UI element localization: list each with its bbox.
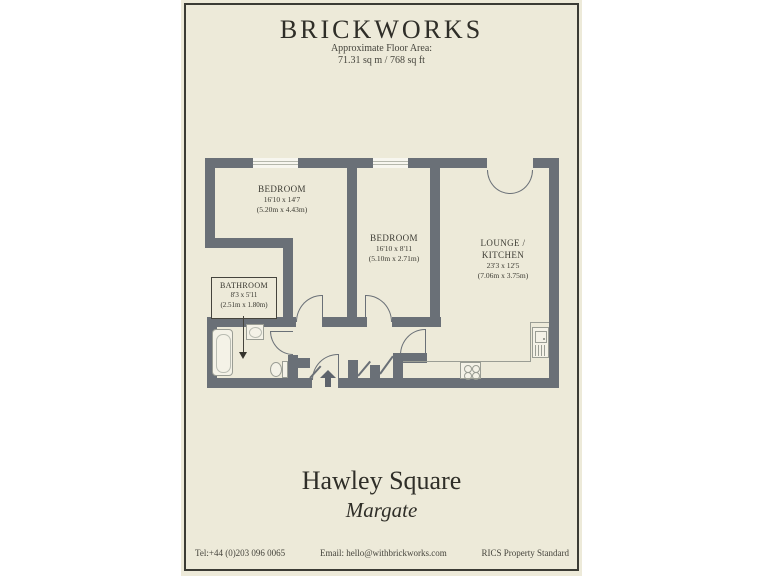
- french-door-arc-right: [510, 170, 533, 194]
- toilet-icon: [270, 362, 282, 377]
- wall-segment: [392, 317, 441, 327]
- washer-icon: [532, 327, 549, 358]
- wall-segment: [408, 158, 487, 168]
- room-name: BEDROOM: [258, 184, 306, 194]
- page-border: [184, 3, 579, 571]
- leader-line: [243, 316, 244, 353]
- wall-segment: [430, 168, 440, 327]
- counter-line: [403, 361, 531, 362]
- room-dims-imperial: 16'10 x 8'11: [375, 244, 413, 253]
- room-name: BATHROOM: [219, 281, 269, 290]
- brand-title: BRICKWORKS: [279, 15, 484, 44]
- leader-arrowhead-icon: [239, 352, 247, 359]
- wall-segment: [205, 238, 293, 248]
- counter-line: [530, 322, 531, 362]
- wall-segment: [288, 355, 298, 388]
- footer-standard: RICS Property Standard: [481, 548, 569, 558]
- window-symbol: [253, 158, 298, 168]
- door-leaf: [338, 354, 339, 380]
- footer-tel: Tel:+44 (0)203 096 0065: [195, 548, 286, 558]
- lounge-kitchen-label: LOUNGE / KITCHEN 23'3 x 12'5 (7.06m x 3.…: [457, 237, 549, 281]
- floor-area-value: 71.31 sq m / 768 sq ft: [338, 55, 425, 66]
- footer-email: Email: hello@withbrickworks.com: [319, 548, 447, 558]
- bedroom2-label: BEDROOM 16'10 x 8'11 (5.10m x 2.71m): [348, 232, 440, 264]
- wall-segment: [533, 158, 559, 168]
- wall-segment: [298, 158, 373, 168]
- hob-icon: [460, 362, 481, 380]
- door-arc-bathroom: [270, 331, 293, 355]
- door-arc-bedroom2: [366, 295, 392, 322]
- room-dims-metric: (2.51m x 1.80m): [220, 300, 268, 309]
- floorplan-drawing: BATHROOM 8'3 x 5'11 (2.51m x 1.80m) BEDR…: [181, 0, 582, 576]
- closet-wall-stub: [393, 353, 403, 378]
- wall-segment: [207, 158, 253, 168]
- bedroom1-label: BEDROOM 16'10 x 14'7 (5.20m x 4.43m): [236, 183, 328, 215]
- floor-area-label: Approximate Floor Area:: [330, 43, 433, 54]
- closet-door-leaf: [379, 355, 394, 375]
- counter-line: [531, 322, 549, 323]
- property-location: Margate: [345, 498, 418, 522]
- door-leaf: [322, 295, 323, 322]
- room-dims-imperial: 8'3 x 5'11: [230, 291, 258, 299]
- footer: Tel:+44 (0)203 096 0065 Email: hello@wit…: [195, 548, 569, 558]
- wall-segment: [207, 378, 312, 388]
- wall-segment: [205, 158, 215, 248]
- wall-segment: [283, 238, 293, 327]
- property-name: Hawley Square: [301, 466, 462, 495]
- closet-door-leaf: [357, 360, 371, 377]
- room-name-line1: LOUNGE /: [480, 238, 526, 248]
- entrance-arrow-icon: [320, 370, 336, 378]
- room-dims-imperial: 16'10 x 14'7: [263, 195, 301, 204]
- room-dims-imperial: 23'3 x 12'5: [486, 261, 520, 270]
- wall-segment: [207, 317, 296, 327]
- door-leaf: [365, 295, 366, 322]
- wall-segment: [549, 158, 559, 388]
- wall-segment: [347, 168, 357, 327]
- wall-segment: [298, 358, 310, 368]
- door-arc-lounge: [400, 329, 425, 355]
- wall-segment: [322, 317, 367, 327]
- wall-segment: [403, 353, 427, 363]
- bathtub-icon: [212, 329, 233, 376]
- entrance-arrow-stem: [325, 378, 331, 387]
- room-dims-metric: (5.20m x 4.43m): [256, 205, 308, 214]
- window-symbol: [373, 158, 408, 168]
- door-leaf: [270, 331, 293, 332]
- door-arc-bedroom1: [296, 295, 322, 322]
- floorplan-page: BRICKWORKS Approximate Floor Area: 71.31…: [181, 0, 582, 576]
- closet-wall-stub: [370, 365, 380, 378]
- bathroom-label-box: BATHROOM 8'3 x 5'11 (2.51m x 1.80m): [211, 277, 277, 319]
- wall-segment: [338, 378, 549, 388]
- closet-wall-stub: [348, 360, 358, 378]
- room-name-line2: KITCHEN: [481, 250, 525, 260]
- room-dims-metric: (7.06m x 3.75m): [477, 271, 529, 280]
- toilet-cistern: [282, 361, 288, 378]
- french-door-arc-left: [487, 170, 510, 194]
- basin-icon: [246, 324, 264, 340]
- room-name: BEDROOM: [370, 233, 418, 243]
- door-leaf: [425, 329, 426, 355]
- room-dims-metric: (5.10m x 2.71m): [368, 254, 420, 263]
